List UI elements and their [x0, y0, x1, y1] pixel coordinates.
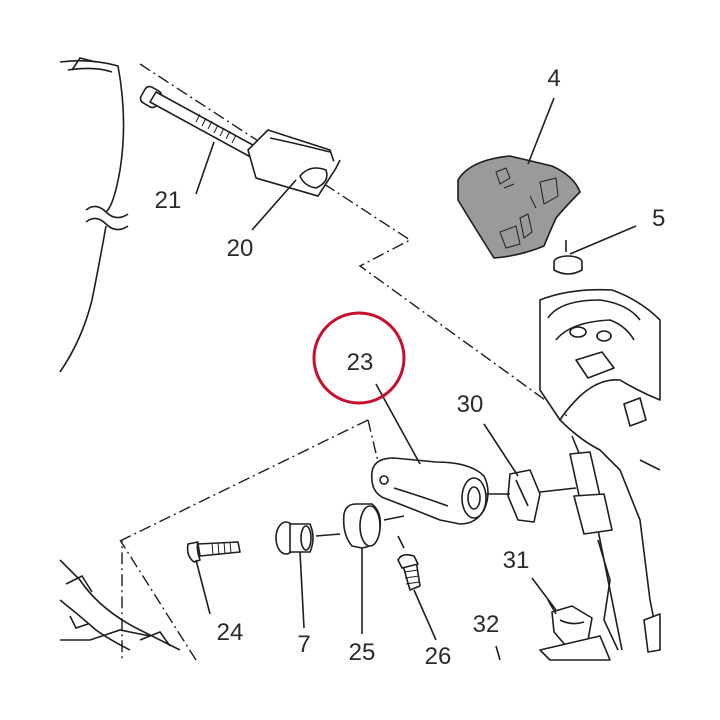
callout-labels: 4 5 20 21 23 30 31 32 24 7 25 26	[155, 65, 666, 670]
lower-housing	[59, 559, 181, 651]
callout-21: 21	[155, 187, 182, 214]
clamp-block-part-20	[247, 129, 341, 197]
bushing-part-7	[275, 521, 341, 555]
callout-25: 25	[349, 639, 376, 666]
callout-7: 7	[297, 631, 310, 658]
callout-5: 5	[652, 205, 665, 232]
callout-30: 30	[457, 391, 484, 418]
callout-26: 26	[425, 643, 452, 670]
callout-23: 23	[347, 349, 374, 376]
callout-32: 32	[473, 611, 500, 638]
lever-part-23	[370, 457, 489, 525]
grommet-part-5	[553, 240, 583, 275]
screw-part-26	[397, 535, 421, 591]
callout-24: 24	[217, 619, 244, 646]
callout-4: 4	[547, 65, 560, 92]
cable-harness	[59, 57, 129, 373]
clip-part-30	[486, 469, 577, 523]
cover-part-4	[457, 155, 581, 259]
frame-assembly	[539, 288, 661, 653]
tube-part-32	[495, 635, 611, 661]
highlight-circle	[312, 311, 406, 405]
spacer-part-25	[342, 503, 405, 549]
callout-20: 20	[227, 235, 254, 262]
bolt-part-21	[139, 85, 263, 161]
callout-31: 31	[503, 547, 530, 574]
bolt-part-24	[186, 541, 241, 563]
